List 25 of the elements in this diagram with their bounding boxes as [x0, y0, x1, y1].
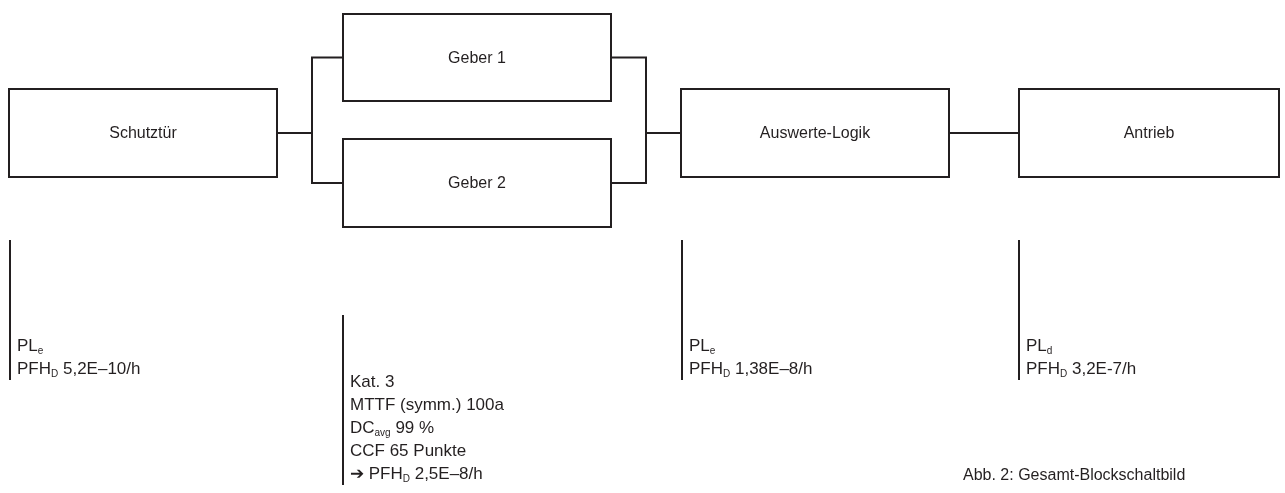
parameter-text: PL$_{e}$	[17, 335, 45, 357]
parameter-text: PFH$_{D}$ 1,38E–8/h	[689, 358, 813, 380]
process-box	[680, 88, 950, 178]
connector-line	[611, 132, 681, 184]
parameter-text: DC$_{avg}$ 99 %	[350, 417, 436, 439]
process-box	[8, 88, 278, 178]
parameter-text: CCF 65 Punkte	[350, 440, 468, 462]
parameter-text: PFH$_{D}$ 5,2E–10/h	[17, 358, 141, 380]
process-box	[342, 138, 612, 228]
box-label: Geber 1	[448, 48, 506, 67]
box-label: Auswerte-Logik	[759, 124, 871, 142]
box-label: Schutztür	[109, 124, 177, 142]
box-label: Antrieb	[1123, 124, 1175, 142]
parameter-text: PL$_{d}$	[1026, 335, 1054, 357]
parameter-text: PL$_{e}$	[689, 335, 717, 357]
process-box	[1018, 88, 1280, 178]
process-box	[342, 13, 612, 102]
parameter-text: Kat. 3	[350, 371, 396, 393]
parameter-text: PFH$_{D}$ 3,2E-7/h	[1026, 358, 1137, 380]
box-label: Geber 2	[448, 174, 506, 192]
connector-line	[949, 132, 1019, 134]
connector-line	[277, 132, 343, 184]
parameter-text: MTTF (symm.) 100a	[350, 394, 504, 416]
figure-caption: Abb. 2: Gesamt-Blockschaltbild	[963, 466, 1186, 484]
parameter-text: ➔ PFH$_{D}$ 2,5E–8/h	[350, 463, 484, 485]
